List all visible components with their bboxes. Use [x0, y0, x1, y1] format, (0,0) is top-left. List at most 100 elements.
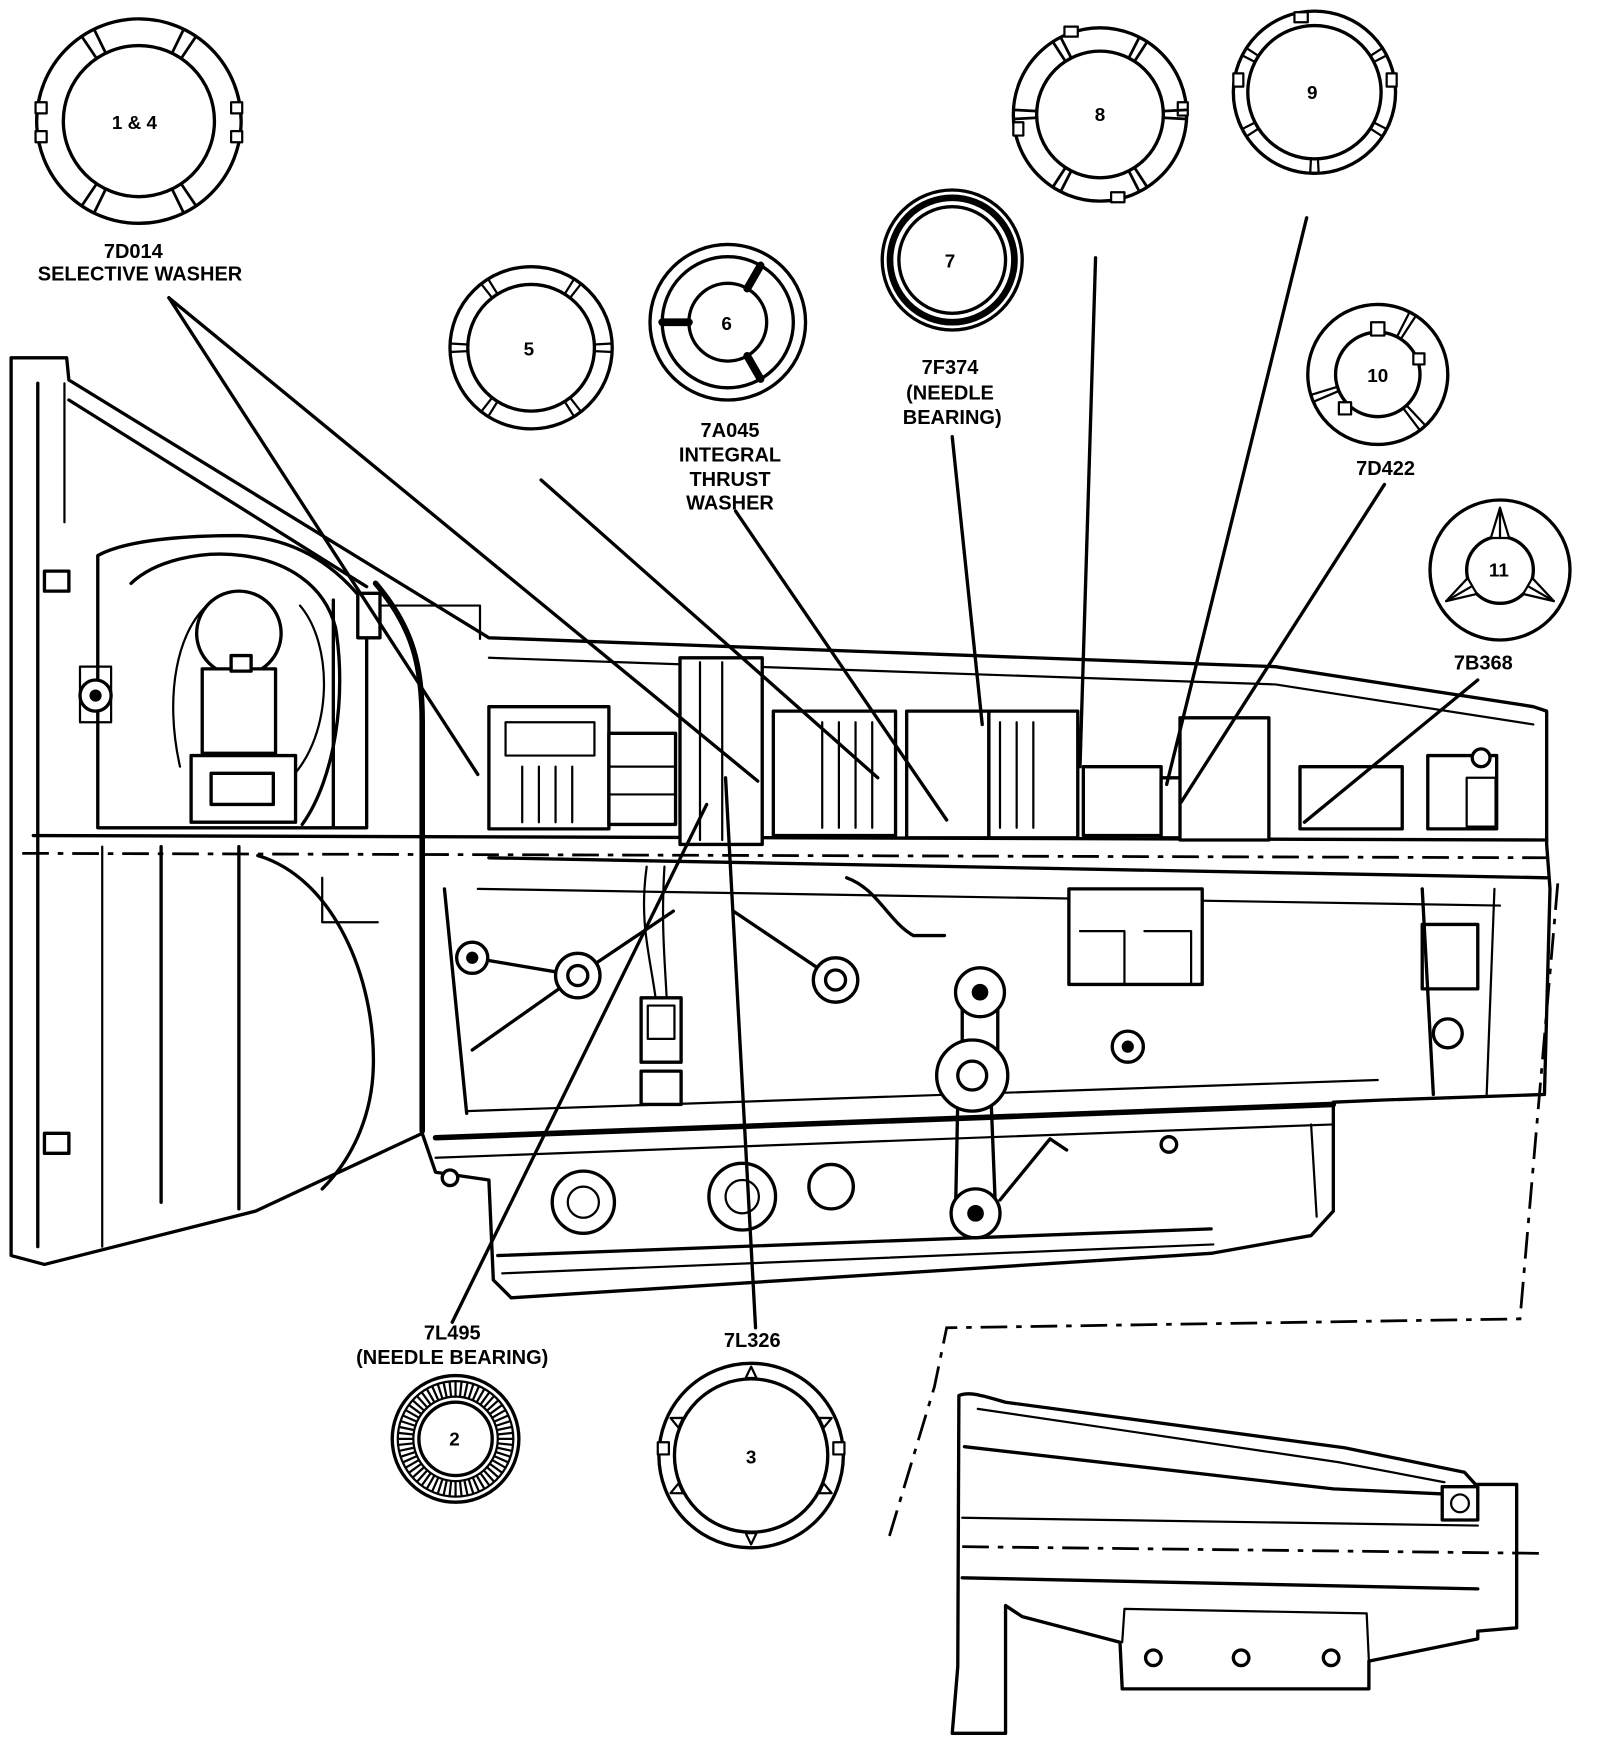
bearing-needle	[494, 1455, 509, 1464]
mount-hole-2	[1231, 1648, 1251, 1668]
bearing-needle	[467, 1478, 475, 1494]
bearing-needle	[408, 1404, 422, 1415]
bell-case-seam	[372, 580, 425, 1134]
oil-pan-inner-line-2	[501, 1243, 1215, 1275]
bearing-needle	[405, 1459, 420, 1469]
extension-flange-bolt	[1450, 1493, 1470, 1514]
bearing-needle	[442, 1480, 448, 1496]
washer-notch	[230, 130, 244, 144]
bearing-needle	[489, 1463, 503, 1474]
bearing-needle	[472, 1477, 480, 1492]
sensor-wire	[642, 865, 668, 999]
extension-housing-inset	[950, 1392, 1539, 1736]
rear-case-rib	[1485, 887, 1496, 1096]
output-shaft	[487, 856, 1549, 880]
stator-block	[200, 667, 278, 755]
washer-tab-mark	[1395, 310, 1411, 338]
part-number-7d422: 7D422	[1356, 458, 1415, 480]
part-number-7l495: 7L495	[424, 1322, 481, 1344]
washer-tab-mark	[480, 282, 494, 299]
bearing-needle	[491, 1459, 506, 1469]
bearing-needle	[479, 1472, 490, 1486]
washer-tab-mark	[1369, 46, 1384, 58]
washer-index-mark	[818, 1416, 833, 1429]
washer-index-mark	[744, 1532, 758, 1546]
washer-spoke	[743, 352, 765, 383]
pump-block	[189, 753, 298, 824]
washer-tab-mark	[80, 182, 99, 208]
bearing-needle	[476, 1388, 485, 1403]
converter-cavity	[96, 533, 369, 830]
washer-1-4-label: 1 & 4	[112, 113, 158, 134]
washer-tab-mark	[1245, 46, 1260, 58]
leader-lines	[167, 216, 1480, 1330]
case-bolt-1-center	[466, 951, 479, 964]
front-planetary-lines	[607, 765, 677, 796]
part-desc-washer: WASHER	[686, 492, 774, 514]
bearing-needle	[436, 1478, 444, 1494]
washer-notch	[832, 1441, 846, 1456]
washer-tab-mark	[1059, 35, 1073, 60]
centerline	[22, 851, 1558, 860]
bell-housing	[36, 381, 482, 1249]
washer-spoke	[743, 261, 765, 293]
washer-tab-mark	[563, 277, 576, 296]
sensor-connector-base	[639, 1069, 683, 1107]
bearing-needle	[416, 1395, 428, 1408]
bearing-needle	[458, 1480, 463, 1497]
lower-bell-curve	[256, 853, 376, 1191]
washer-3-label: 3	[746, 1447, 757, 1468]
extension-housing-outline	[950, 1392, 1519, 1736]
bearing-needle	[402, 1455, 418, 1464]
washer-10: 10	[1306, 302, 1450, 447]
washer-inner-edge	[466, 282, 597, 413]
washer-tab-mark	[563, 400, 576, 418]
bearing-needle	[494, 1414, 509, 1423]
washer-index-mark	[669, 1482, 685, 1495]
washer-star-tab-ridge	[1527, 585, 1555, 603]
washer-tab-mark	[170, 27, 186, 55]
valve-body-cover	[1067, 887, 1204, 987]
bearing-needle	[400, 1420, 416, 1427]
extension-bracket	[1121, 1607, 1370, 1663]
bearing-needle	[486, 1466, 499, 1478]
oil-pan-inner-line-1	[496, 1227, 1213, 1258]
direct-clutch-pack	[771, 709, 898, 838]
rear-case-wall	[1420, 887, 1436, 1097]
oil-pan-gasket-line	[432, 1101, 1337, 1141]
leader-7a045	[733, 509, 949, 822]
leader-7d014-rear	[167, 296, 760, 783]
part-desc-integral: INTEGRAL	[679, 445, 781, 467]
washer-notch	[1293, 11, 1309, 24]
overdrive-planetary	[1081, 765, 1163, 838]
washer-tab-mark	[1051, 40, 1067, 63]
bearing-needle	[495, 1451, 511, 1458]
washer-2-label: 2	[449, 1430, 460, 1451]
washer-tab-mark	[449, 349, 469, 354]
cooler-tube	[845, 876, 947, 938]
washer-inner-tab	[1337, 401, 1353, 416]
washer-tab-mark	[179, 34, 198, 60]
part-number-7a045: 7A045	[701, 420, 760, 442]
washer-tab-mark	[1161, 108, 1188, 113]
valve-body-cover-lines	[1078, 930, 1193, 986]
rear-planetary	[905, 709, 991, 840]
front-planetary	[607, 731, 678, 827]
washer-tab-mark	[449, 342, 469, 346]
washer-tab-mark	[1012, 108, 1039, 113]
washer-index-mark	[744, 1365, 758, 1380]
bearing-needle	[476, 1475, 485, 1490]
forward-clutch-piston	[504, 721, 596, 757]
extension-lower-line	[960, 1576, 1480, 1591]
leader-washer-8	[1078, 256, 1098, 769]
extension-mid-line	[961, 1516, 1479, 1527]
washer-tab-mark	[568, 396, 583, 413]
bearing-needle	[463, 1382, 469, 1398]
pump-gear	[209, 771, 275, 807]
washer-notch	[34, 101, 48, 115]
washer-tab-mark	[179, 182, 198, 208]
valve-body-section	[442, 865, 1502, 1116]
part-desc-needle: (NEEDLE	[906, 382, 994, 404]
washer-tab-mark	[1309, 157, 1313, 175]
